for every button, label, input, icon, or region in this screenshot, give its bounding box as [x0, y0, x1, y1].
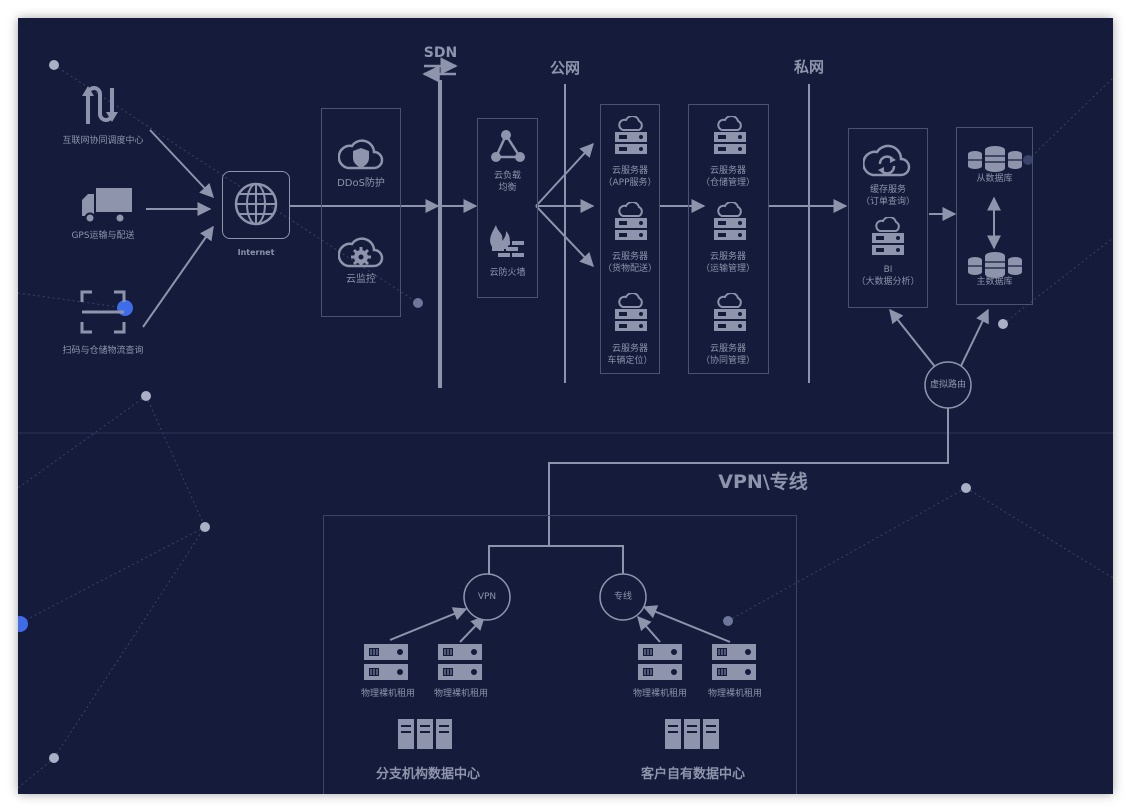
bare-metal-label: 物理裸机租用: [360, 689, 415, 699]
truck-icon: [82, 188, 132, 224]
cache-bi-box: [848, 128, 928, 308]
vpn-line-label: VPN\专线: [718, 471, 808, 493]
background-nodes: [18, 60, 1033, 763]
bare-metal-server-icon: [362, 642, 410, 682]
internet-label: Internet: [237, 248, 275, 257]
database-icon: [968, 146, 1022, 172]
bare-metal-server-icon: [636, 642, 684, 682]
cloud-server-icon: [712, 115, 748, 156]
sync-cloud-icon: [863, 144, 911, 177]
internet-node: [222, 171, 290, 239]
srv-transport-desc: （运输管理）: [700, 264, 755, 274]
srv-warehouse-name: 云服务器: [709, 166, 746, 176]
monitor-label: 云监控: [346, 274, 376, 285]
cloud-server-icon: [712, 201, 748, 242]
gear-cloud-icon: [338, 237, 384, 268]
bare-metal-server-icon: [710, 642, 758, 682]
bi-name: BI: [883, 265, 893, 275]
bare-metal-label: 物理裸机租用: [433, 689, 488, 699]
lb-label-line1: 云负载: [493, 171, 521, 181]
route-icon: [82, 86, 118, 124]
srv-warehouse-desc: （仓储管理）: [700, 178, 755, 188]
globe-icon: [234, 182, 278, 226]
master-db-label: 主数据库: [976, 277, 1013, 287]
cloud-server-icon: [870, 216, 906, 257]
share-icon: [491, 130, 525, 162]
srv-goods-name: 云服务器: [611, 252, 648, 262]
ddos-label: DDoS防护: [337, 178, 385, 189]
shield-cloud-icon: [338, 139, 384, 170]
rack-server-icon: [397, 718, 453, 750]
bi-desc: （大数据分析）: [856, 277, 920, 287]
cloud-server-icon: [613, 201, 649, 242]
bare-metal-label: 物理裸机租用: [707, 689, 762, 699]
lb-label-line2: 均衡: [498, 183, 517, 193]
scan-label: 扫码与仓储物流查询: [62, 346, 144, 356]
security-group-box: [321, 108, 401, 317]
srv-transport-name: 云服务器: [709, 252, 746, 262]
bare-metal-server-icon: [436, 642, 484, 682]
srv-app-desc: （APP服务）: [603, 178, 657, 188]
virtual-router-label: 虚拟路由: [929, 380, 966, 390]
srv-vehicle-desc: 车辆定位）: [607, 356, 653, 366]
customer-dc-label: 客户自有数据中心: [640, 767, 745, 782]
cloud-server-icon: [613, 292, 649, 333]
srv-collab-name: 云服务器: [709, 344, 746, 354]
slave-db-label: 从数据库: [976, 174, 1013, 184]
sdn-label: SDN: [423, 45, 458, 61]
private-network-label: 私网: [793, 58, 824, 76]
branch-dc-label: 分支机构数据中心: [375, 767, 480, 782]
srv-goods-desc: （货物配送）: [602, 264, 657, 274]
database-icon: [968, 252, 1022, 278]
diagram-lines: [18, 57, 1113, 789]
lb-firewall-box: [477, 118, 538, 298]
database-box: [956, 127, 1033, 305]
dedicated-node-label: 专线: [613, 592, 632, 602]
srv-vehicle-name: 云服务器: [611, 344, 648, 354]
cloud-server-icon: [712, 292, 748, 333]
firewall-label: 云防火墙: [489, 268, 526, 278]
diagram-canvas: SDN 公网 私网 VPN\专线 互联网协同调度中心 GPS运输与配送 扫码与仓…: [18, 18, 1113, 794]
scan-icon: [80, 290, 126, 334]
dispatch-center-label: 互联网协同调度中心: [62, 136, 144, 146]
firewall-icon: [490, 225, 524, 257]
cache-name: 缓存服务: [869, 185, 906, 195]
gps-label: GPS运输与配送: [71, 231, 135, 241]
public-network-label: 公网: [549, 59, 580, 77]
vpn-node-label: VPN: [477, 592, 497, 602]
rack-server-icon: [664, 718, 720, 750]
srv-app-name: 云服务器: [611, 166, 648, 176]
cloud-server-icon: [613, 115, 649, 156]
cache-desc: （订单查询）: [860, 197, 915, 207]
bare-metal-label: 物理裸机租用: [632, 689, 687, 699]
datacenter-box: [323, 515, 797, 794]
server-column-2: [688, 104, 769, 374]
srv-collab-desc: （协同管理）: [700, 356, 755, 366]
server-column-1: [600, 104, 660, 374]
